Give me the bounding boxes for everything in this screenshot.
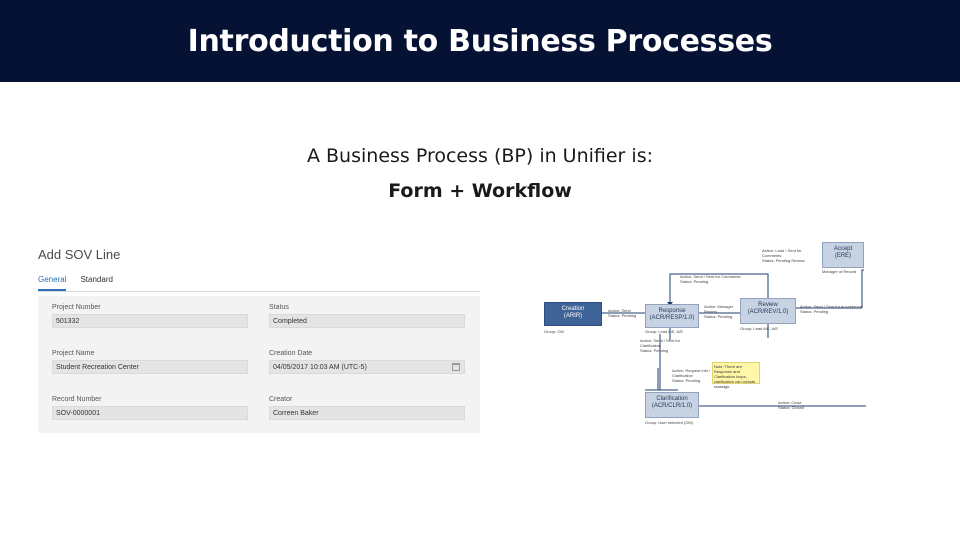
note-line: Action: Send / Sent for Acceptance — [800, 304, 862, 309]
slide-subtitle: A Business Process (BP) in Unifier is: — [306, 145, 653, 167]
node-accept[interactable]: Accept (ERE) — [822, 242, 864, 268]
field-label: Project Number — [52, 304, 101, 311]
tab-divider — [38, 291, 480, 292]
creator-input[interactable]: Correen Baker — [269, 406, 465, 420]
note-group-om: Group: OM — [544, 329, 564, 334]
slide-formula: Form + Workflow — [388, 180, 572, 202]
node-code: (ACR/REV/1.0) — [747, 309, 789, 315]
note-line: Status: Pending — [608, 313, 637, 318]
form-screenshot: Add SOV Line General Standard Project Nu… — [38, 243, 480, 433]
field-label: Creation Date — [269, 350, 313, 357]
note-acceptance-action: Action: Send / Sent for Acceptance Statu… — [800, 304, 866, 314]
status-input[interactable]: Completed — [269, 314, 465, 328]
note-group-ae: Group: Lead A/E, A/E — [645, 329, 684, 334]
field-label: Record Number — [52, 396, 102, 403]
project-name-input[interactable]: Student Recreation Center — [52, 360, 248, 374]
slide-title: Introduction to Business Processes — [187, 23, 773, 59]
note-accept-action: Action: Lead / Sent for Comments Status:… — [762, 248, 822, 263]
field-project-number: Project Number 501332 — [52, 304, 248, 328]
note-line: Status: Pending Review — [762, 258, 805, 263]
node-name: Clarification — [656, 396, 688, 402]
node-name: Accept — [833, 246, 853, 252]
node-response[interactable]: Response (ACR/RESP/1.0) — [645, 304, 699, 328]
node-code: (ACR/CLR/1.0) — [651, 403, 693, 409]
note-review-action: Action: Send / Sent for Comments Status:… — [680, 274, 760, 284]
field-status: Status Completed — [269, 304, 465, 328]
field-creation-date: Creation Date 04/05/2017 10:03 AM (UTC-5… — [269, 350, 465, 374]
calendar-icon[interactable] — [452, 363, 460, 371]
title-bar: Introduction to Business Processes — [0, 0, 960, 82]
form-title: Add SOV Line — [38, 247, 121, 262]
note-line: Action: Manager Review — [704, 304, 734, 314]
project-number-input[interactable]: 501332 — [52, 314, 248, 328]
note-group-user: Group: User selected (OM) — [645, 420, 694, 425]
node-code: (ACR/RESP/1.0) — [649, 315, 695, 321]
note-line: Action: Lead / Sent for Comments — [762, 248, 802, 258]
record-number-input[interactable]: SOV-0000001 — [52, 406, 248, 420]
note-line: Status: Pending — [672, 378, 701, 383]
note-manager-action: Action: Manager Review Status: Pending — [704, 304, 740, 319]
field-creator: Creator Correen Baker — [269, 396, 465, 420]
node-name: Creation — [561, 306, 585, 312]
node-review[interactable]: Review (ACR/REV/1.0) — [740, 298, 796, 324]
note-line: Action: Request Info / Clarification — [672, 368, 711, 378]
note-line: Status: Pending — [800, 309, 829, 314]
field-label: Creator — [269, 396, 293, 403]
creation-date-input[interactable]: 04/05/2017 10:03 AM (UTC-5) — [269, 360, 465, 374]
field-label: Project Name — [52, 350, 95, 357]
note-line: Action: Send — [608, 308, 631, 313]
note-line: Status: Pending — [680, 279, 709, 284]
note-send-action: Action: Send Status: Pending — [608, 308, 644, 318]
field-record-number: Record Number SOV-0000001 — [52, 396, 248, 420]
note-manager-of-record: Manager of Record — [822, 269, 857, 274]
node-creation[interactable]: Creation (ARIR) — [544, 302, 602, 326]
node-code: (ERE) — [834, 253, 852, 259]
field-label: Status — [269, 304, 289, 311]
note-request-info: Action: Request Info / Clarification Sta… — [672, 368, 712, 383]
note-clarification-action: Action: Send / Sent for Clarification St… — [640, 338, 696, 353]
sticky-note: Note: There are Response and Clarificati… — [712, 362, 760, 389]
node-name: Review — [758, 302, 778, 308]
node-name: Response — [658, 308, 686, 314]
field-project-name: Project Name Student Recreation Center — [52, 350, 248, 374]
node-clarification[interactable]: Clarification (ACR/CLR/1.0) — [645, 392, 699, 418]
note-line: Action: Send / Sent for Comments — [680, 274, 741, 279]
tab-standard[interactable]: Standard — [80, 275, 113, 284]
note-line: Action: Close — [778, 400, 802, 405]
note-line: Status: Pending — [704, 314, 733, 319]
workflow-diagram: Creation (ARIR) Response (ACR/RESP/1.0) … — [540, 240, 866, 435]
tab-general[interactable]: General — [38, 275, 67, 291]
note-close-action: Action: Close Status: Closed — [778, 400, 818, 410]
note-line: Status: Closed — [778, 405, 805, 410]
note-line: Action: Send / Sent for Clarification — [640, 338, 681, 348]
creation-date-value: 04/05/2017 10:03 AM (UTC-5) — [273, 364, 367, 371]
note-line: Status: Pending — [640, 348, 669, 353]
note-group-ae-review: Group: Lead A/E, A/E — [740, 326, 779, 331]
form-tabs: General Standard — [38, 275, 113, 291]
node-code: (ARIR) — [563, 313, 583, 319]
form-body: Project Number 501332 Status Completed P… — [38, 296, 480, 433]
